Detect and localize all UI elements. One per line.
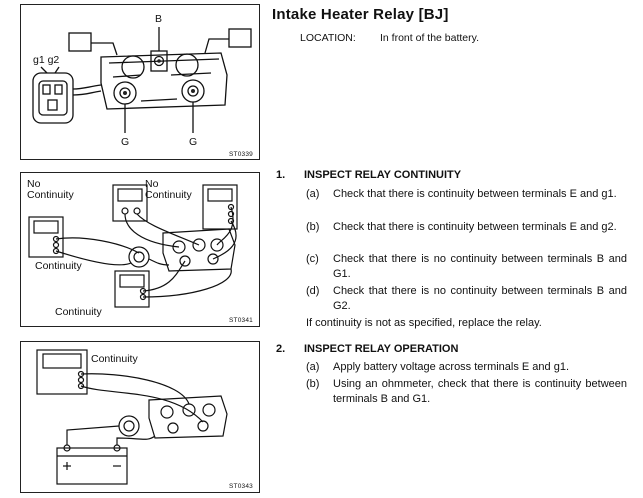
label-b: B bbox=[155, 13, 163, 25]
label-no-continuity-right: No Continuity bbox=[145, 178, 192, 201]
item-text: Check that there is no continuity betwee… bbox=[333, 253, 627, 280]
list-item: (d) Check that there is no continuity be… bbox=[306, 284, 627, 315]
figure-code: ST0343 bbox=[229, 483, 253, 490]
meter-setup-illustration bbox=[28, 184, 238, 308]
battery-meter-illustration bbox=[36, 349, 228, 485]
item-mark: (a) bbox=[306, 188, 320, 200]
section-title: INSPECT RELAY OPERATION bbox=[304, 343, 459, 355]
label-continuity-left: Continuity bbox=[35, 260, 82, 272]
location-value: In front of the battery. bbox=[380, 32, 480, 44]
section-heading: 1. INSPECT RELAY CONTINUITY bbox=[276, 169, 461, 181]
label-g-right: G bbox=[189, 136, 198, 148]
operation-test-figure: Continuity ST0343 bbox=[20, 341, 260, 493]
relay-illustration bbox=[32, 27, 252, 133]
label-continuity: Continuity bbox=[91, 353, 138, 365]
page-title: Intake Heater Relay [BJ] bbox=[272, 6, 449, 23]
item-mark: (a) bbox=[306, 361, 320, 373]
figure-code: ST0341 bbox=[229, 317, 253, 324]
relay-location-figure: B g1 g2 G G ST0339 bbox=[20, 4, 260, 160]
continuity-test-figure: No Continuity No Continuity Continuity C… bbox=[20, 172, 260, 327]
list-item: (c) Check that there is no continuity be… bbox=[306, 252, 627, 283]
label-no-continuity-left: No Continuity bbox=[27, 178, 74, 201]
item-text: Check that there is continuity between t… bbox=[333, 221, 617, 233]
label-g1-g2: g1 g2 bbox=[33, 54, 60, 66]
item-text: Using an ohmmeter, check that there is c… bbox=[333, 378, 627, 405]
item-mark: (c) bbox=[306, 253, 319, 265]
figure-code: ST0339 bbox=[229, 151, 253, 158]
list-item: (a) Check that there is continuity betwe… bbox=[306, 187, 624, 218]
label-g-left: G bbox=[121, 136, 130, 148]
label-continuity-bottom: Continuity bbox=[55, 306, 102, 318]
replace-note: If continuity is not as specified, repla… bbox=[306, 317, 542, 329]
section-title: INSPECT RELAY CONTINUITY bbox=[304, 169, 462, 181]
item-mark: (b) bbox=[306, 378, 320, 390]
location-key: LOCATION: bbox=[300, 32, 356, 44]
item-text: Check that there is no continuity betwee… bbox=[333, 285, 627, 312]
list-item: (b) Check that there is continuity betwe… bbox=[306, 220, 624, 251]
section-number: 2. bbox=[276, 343, 286, 355]
list-item: (a) Apply battery voltage across termina… bbox=[306, 360, 624, 376]
list-item: (b) Using an ohmmeter, check that there … bbox=[306, 377, 627, 408]
location-line: LOCATION: In front of the battery. bbox=[300, 32, 479, 44]
item-mark: (b) bbox=[306, 221, 320, 233]
item-text: Apply battery voltage across terminals E… bbox=[333, 361, 570, 373]
section-number: 1. bbox=[276, 169, 286, 181]
section-heading: 2. INSPECT RELAY OPERATION bbox=[276, 343, 458, 355]
item-text: Check that there is continuity between t… bbox=[333, 188, 617, 200]
item-mark: (d) bbox=[306, 285, 320, 297]
